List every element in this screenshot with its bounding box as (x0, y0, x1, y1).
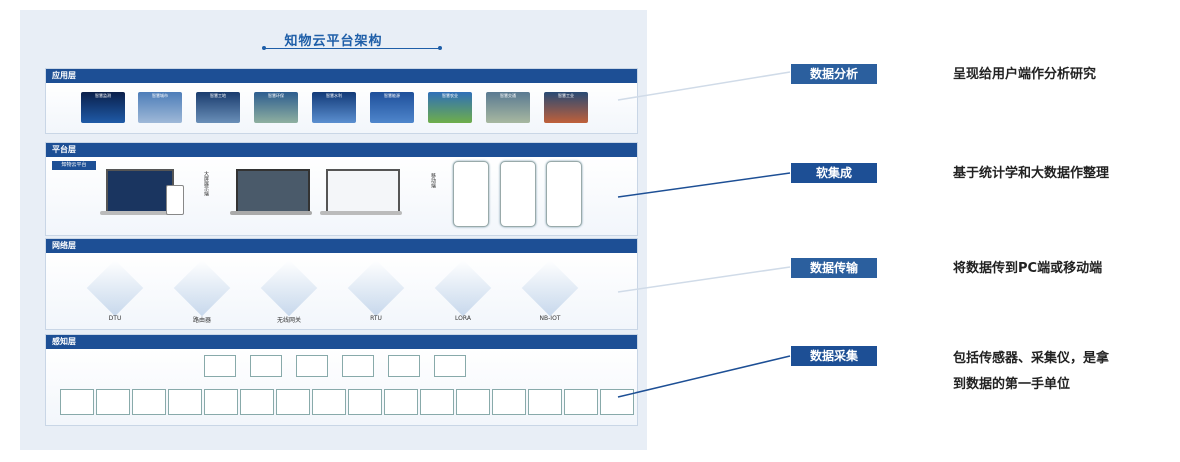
laptop-dashboard-image (106, 169, 174, 213)
layer-title: 感知层 (46, 335, 637, 349)
device-label: 路由器 (192, 317, 211, 324)
perception-layer-body (46, 349, 637, 425)
connector-line (617, 172, 791, 198)
app-label: 智慧环保 (268, 93, 284, 98)
app-thumbnail: 智慧交通 (486, 92, 530, 123)
layer-title: 应用层 (46, 69, 637, 83)
sensor-device-image (60, 389, 94, 415)
laptop-base (320, 211, 402, 215)
sensor-device-image (240, 389, 274, 415)
laptop-base (230, 211, 312, 215)
sensor-device-image (492, 389, 526, 415)
app-thumbnail: 智慧工地 (196, 92, 240, 123)
description-integration: 基于统计学和大数据作整理 (953, 166, 1110, 181)
sensor-device-image (168, 389, 202, 415)
sensor-device-image (250, 355, 282, 377)
description-analysis: 呈现给用户端作分析研究 (953, 67, 1097, 82)
device-label: NB-IOT (539, 315, 561, 322)
description-collection: 包括传感器、采集仪，是拿 到数据的第一手单位 (953, 351, 1110, 392)
device-label: DTU (108, 315, 122, 322)
sensor-device-image (96, 389, 130, 415)
vertical-caption: 大屏展示端 (203, 171, 209, 196)
app-label: 智慧工地 (210, 93, 226, 98)
app-label: 智慧农业 (442, 93, 458, 98)
app-label: 智慧城市 (152, 93, 168, 98)
device-label: RTU (370, 315, 382, 322)
layer-perception: 感知层 (45, 334, 638, 426)
connector-line (617, 266, 791, 293)
application-layer-body: 智慧监测 智慧城市 智慧工地 智慧环保 智慧水利 智慧能源 智慧农业 智慧交通 … (46, 83, 637, 133)
app-thumbnail: 智慧城市 (138, 92, 182, 123)
layer-application: 应用层 智慧监测 智慧城市 智慧工地 智慧环保 智慧水利 智慧能源 智慧农业 智… (45, 68, 638, 134)
app-thumbnail: 智慧农业 (428, 92, 472, 123)
platform-badge: 知物云平台 (52, 161, 96, 170)
app-thumbnail: 智慧水利 (312, 92, 356, 123)
sensor-device-image (312, 389, 346, 415)
phone-image (166, 185, 184, 215)
layer-network: 网络层 DTU 路由器 无线网关 RTU LORA NB-IOT (45, 238, 638, 330)
sensor-device-image (600, 389, 634, 415)
sensor-device-image (204, 355, 236, 377)
sensor-device-image (132, 389, 166, 415)
sensor-device-image (388, 355, 420, 377)
layer-title: 平台层 (46, 143, 637, 157)
layer-platform: 平台层 知物云平台 大屏展示端 移动端 (45, 142, 638, 236)
diagram-title: 知物云平台架构 (284, 34, 383, 49)
app-label: 智慧工业 (558, 93, 574, 98)
app-thumbnail: 智慧工业 (544, 92, 588, 123)
tag-data-collection: 数据采集 (791, 346, 877, 366)
layer-title: 网络层 (46, 239, 637, 253)
sensor-device-image (276, 389, 310, 415)
laptop-base (100, 211, 178, 215)
title-underline (262, 46, 442, 50)
sensor-device-image (342, 355, 374, 377)
description-transmission: 将数据传到PC端或移动端 (953, 261, 1103, 276)
sensor-device-image (456, 389, 490, 415)
platform-layer-body: 知物云平台 大屏展示端 移动端 (46, 157, 637, 235)
architecture-panel: 知物云平台架构 应用层 智慧监测 智慧城市 智慧工地 智慧环保 智慧水利 智慧能… (20, 10, 647, 450)
sensor-device-image (434, 355, 466, 377)
phone-image (546, 161, 582, 227)
app-label: 智慧能源 (384, 93, 400, 98)
sensor-device-image (420, 389, 454, 415)
phone-image (453, 161, 489, 227)
connector-line (617, 71, 791, 101)
sensor-device-image (296, 355, 328, 377)
app-thumbnail: 智慧能源 (370, 92, 414, 123)
tag-data-transmission: 数据传输 (791, 258, 877, 278)
app-thumbnail: 智慧监测 (81, 92, 125, 123)
app-label: 智慧水利 (326, 93, 342, 98)
device-label: 无线网关 (276, 317, 301, 324)
tag-software-integration: 软集成 (791, 163, 877, 183)
tag-data-analysis: 数据分析 (791, 64, 877, 84)
app-thumbnail: 智慧环保 (254, 92, 298, 123)
sensor-device-image (348, 389, 382, 415)
sensor-device-image (384, 389, 418, 415)
laptop-video-image (236, 169, 310, 213)
app-label: 智慧监测 (95, 93, 111, 98)
sensor-device-image (204, 389, 238, 415)
device-label: LORA (455, 315, 471, 322)
app-label: 智慧交通 (500, 93, 516, 98)
phone-image (500, 161, 536, 227)
vertical-caption: 移动端 (430, 173, 436, 188)
network-layer-body: DTU 路由器 无线网关 RTU LORA NB-IOT (46, 253, 637, 329)
connector-line (617, 355, 791, 398)
sensor-device-image (528, 389, 562, 415)
sensor-device-image (564, 389, 598, 415)
